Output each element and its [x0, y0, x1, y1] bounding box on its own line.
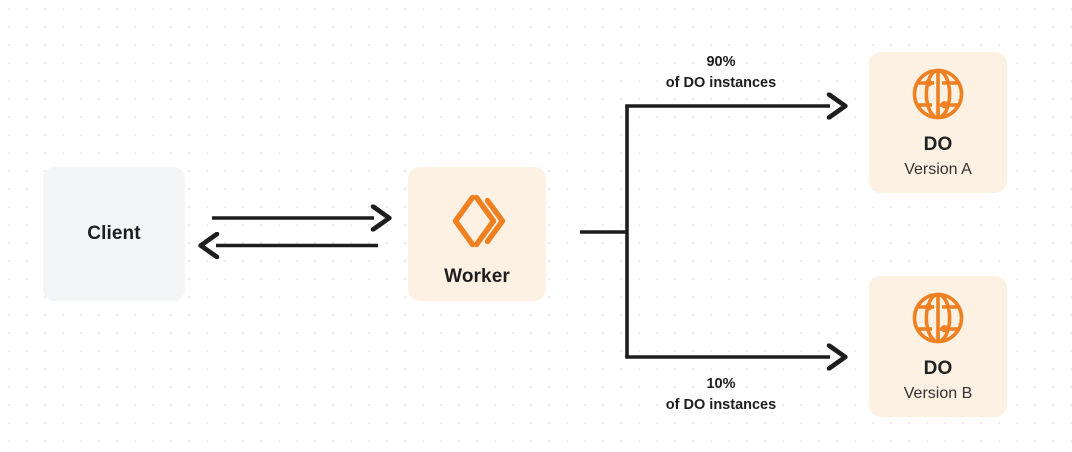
- node-do-version-a[interactable]: DO Version A: [869, 52, 1007, 193]
- workers-logo-icon: [446, 190, 508, 252]
- node-client[interactable]: Client: [43, 167, 185, 301]
- durable-object-globe-icon: [910, 66, 966, 122]
- node-worker[interactable]: Worker: [408, 167, 546, 301]
- node-do-a-sublabel: Version A: [904, 160, 972, 178]
- node-do-a-label: DO: [923, 134, 953, 155]
- durable-object-globe-icon: [910, 290, 966, 346]
- edge-label-do-b: 10% of DO instances: [656, 374, 786, 416]
- edge-label-do-a: 90% of DO instances: [656, 52, 786, 94]
- edge-label-do-b-percent: 10%: [706, 376, 736, 392]
- edge-label-do-b-description: of DO instances: [665, 397, 777, 414]
- node-do-b-label: DO: [923, 358, 953, 379]
- edge-label-do-a-description: of DO instances: [665, 75, 777, 92]
- node-client-label: Client: [87, 222, 141, 244]
- node-do-version-b[interactable]: DO Version B: [869, 276, 1007, 417]
- edge-label-do-a-percent: 90%: [706, 54, 736, 70]
- node-do-b-sublabel: Version B: [903, 384, 973, 402]
- node-worker-label: Worker: [444, 265, 510, 287]
